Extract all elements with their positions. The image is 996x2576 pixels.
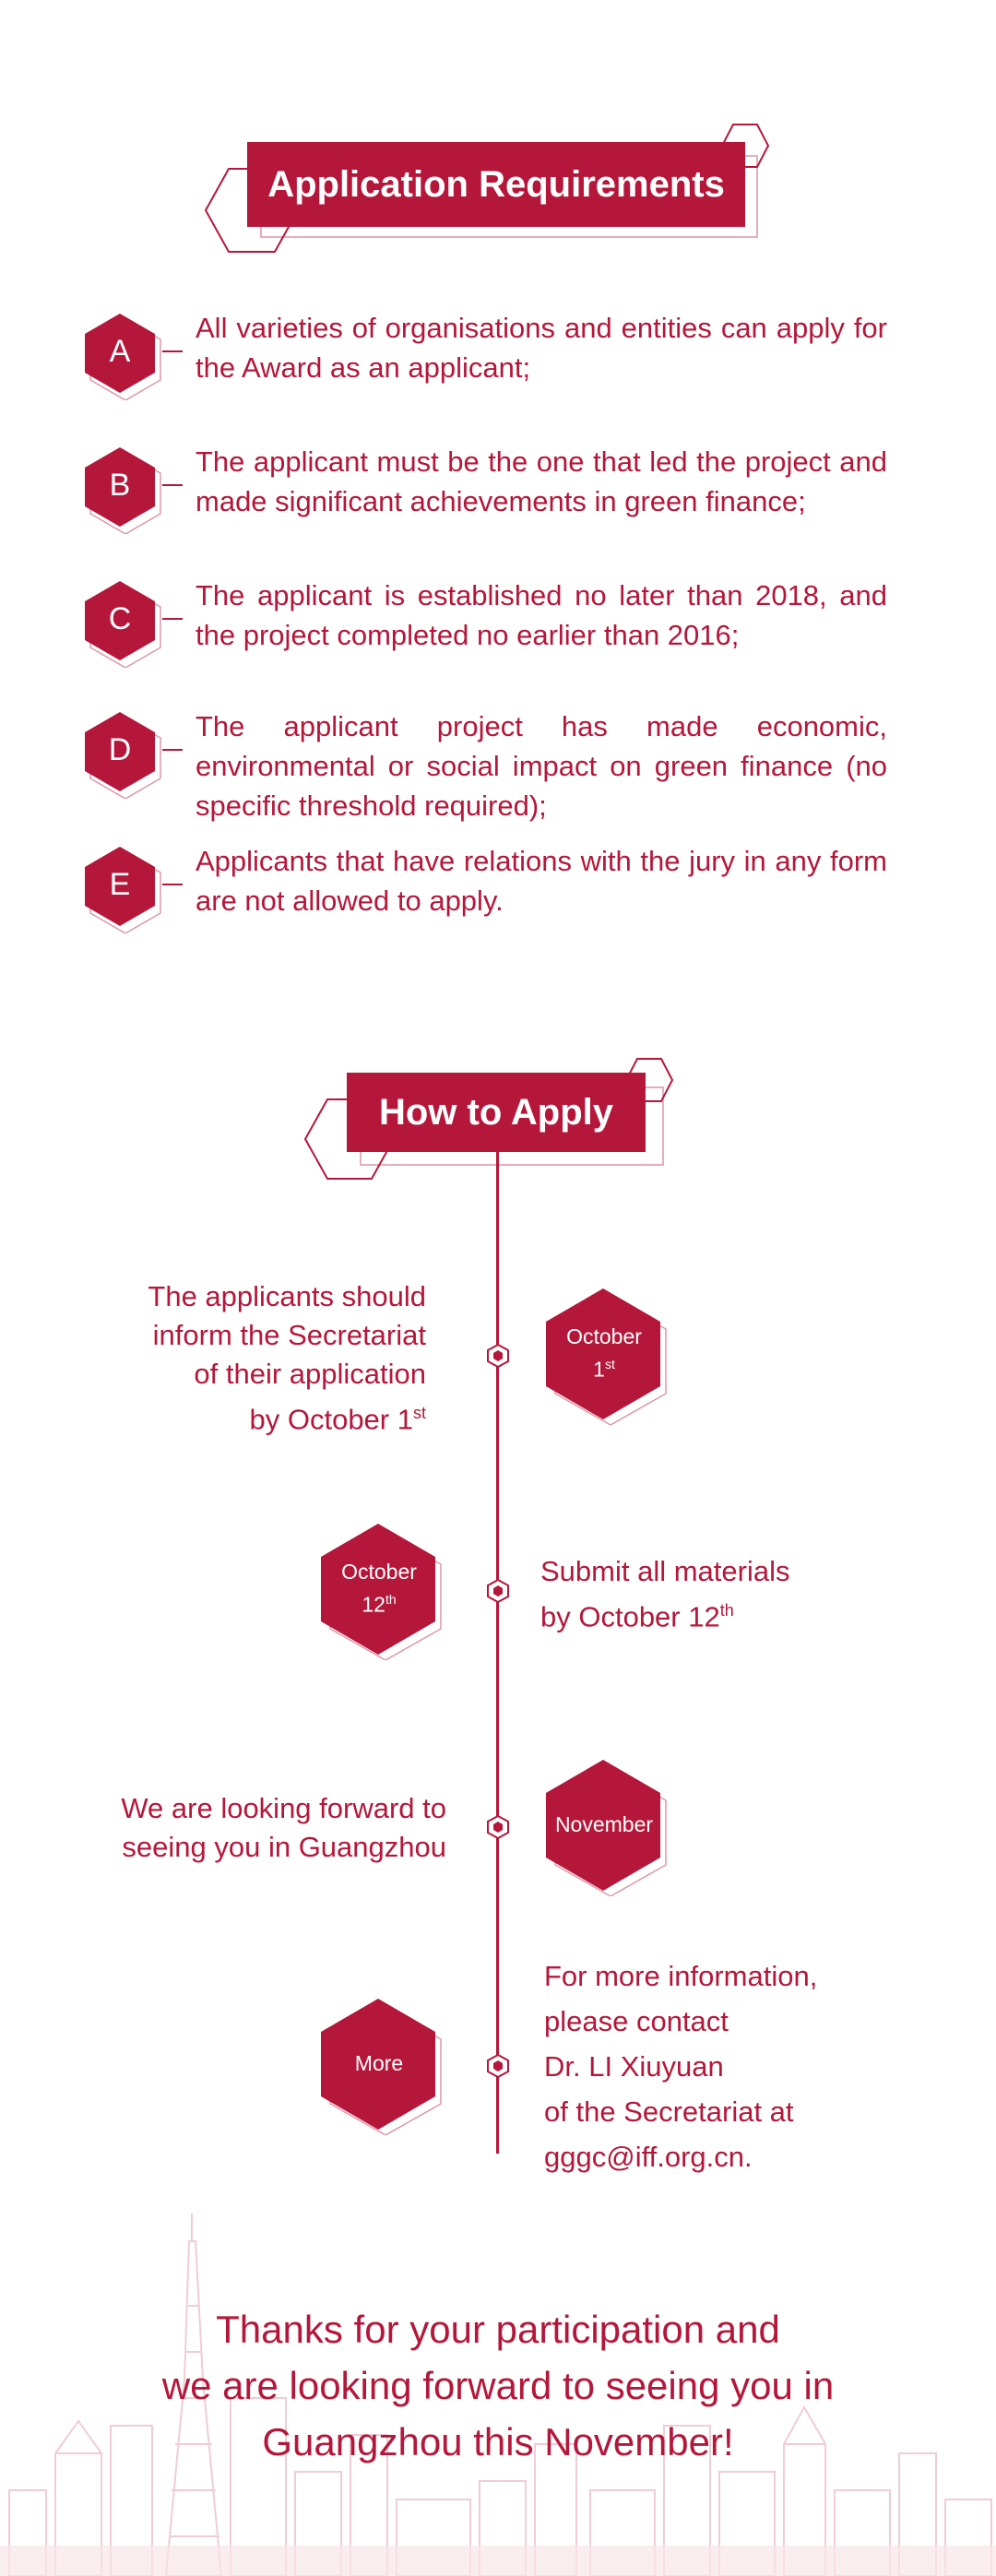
hexagon-badge: D xyxy=(83,710,166,799)
requirement-text: The applicant project has made economic,… xyxy=(196,710,887,822)
step-date-label: November xyxy=(544,1758,664,1891)
requirement-letter: D xyxy=(108,731,132,767)
step-date-day: 1st xyxy=(593,1357,615,1382)
step-text-line: please contact xyxy=(544,2005,729,2037)
hexagon-badge: A xyxy=(83,312,166,400)
step-text-line: by October 1st xyxy=(249,1403,427,1436)
hexagon-badge: E xyxy=(83,845,166,933)
connector-line xyxy=(162,618,183,620)
step-description: The applicants should inform the Secretar… xyxy=(92,1277,426,1439)
step-text-line: gggc@iff.org.cn. xyxy=(544,2141,753,2173)
step-hexagon: October 12th xyxy=(319,1522,457,1660)
thanks-line: we are looking forward to seeing you in xyxy=(161,2364,835,2407)
requirement-letter: A xyxy=(109,333,131,369)
requirement-text: The applicant is established no later th… xyxy=(196,579,887,651)
step-text-line: of their application xyxy=(194,1358,426,1390)
hexagon-badge: C xyxy=(83,579,166,668)
step-text-line: The applicants should xyxy=(148,1280,426,1312)
step-text-line: Submit all materials xyxy=(540,1555,790,1587)
step-description: We are looking forward to seeing you in G… xyxy=(55,1789,446,1867)
step-date-month: October xyxy=(566,1324,642,1349)
step-date-label: October 1st xyxy=(544,1287,664,1419)
step-hexagon: More xyxy=(319,1997,457,2135)
step-date-month: More xyxy=(354,2051,404,2075)
hexagon-badge: B xyxy=(83,445,166,534)
requirement-text: The applicant must be the one that led t… xyxy=(196,445,887,517)
requirement-letter: C xyxy=(108,600,132,636)
step-date-month: October xyxy=(341,1560,417,1585)
timeline-dot-icon xyxy=(486,1578,510,1604)
step-date-month: November xyxy=(554,1812,654,1836)
thanks-line: Thanks for your participation and xyxy=(216,2308,780,2351)
step-text-line: We are looking forward to xyxy=(121,1792,446,1824)
requirement-text: Applicants that have relations with the … xyxy=(196,845,887,917)
timeline-dot-icon xyxy=(486,1814,510,1840)
requirement-text: All varieties of organisations and entit… xyxy=(196,312,887,384)
connector-line xyxy=(162,484,183,486)
thanks-line: Guangzhou this November! xyxy=(262,2420,734,2463)
step-hexagon: November xyxy=(544,1758,682,1896)
section-title: How to Apply xyxy=(347,1073,646,1152)
step-hexagon: October 1st xyxy=(544,1287,682,1425)
step-date-day: 12th xyxy=(362,1592,397,1617)
step-text-line: For more information, xyxy=(544,1960,818,1992)
requirement-letter: E xyxy=(109,866,131,902)
requirement-letter: B xyxy=(109,467,131,503)
guangzhou-skyline-illustration xyxy=(0,2214,996,2576)
connector-line xyxy=(162,350,183,352)
thanks-message: Thanks for your participation and we are… xyxy=(0,2301,996,2470)
step-description: Submit all materials by October 12th xyxy=(540,1552,909,1636)
step-text-line: of the Secretariat at xyxy=(544,2095,794,2128)
step-text-line: seeing you in Guangzhou xyxy=(122,1831,446,1863)
timeline-line xyxy=(496,1148,499,2154)
step-date-label: More xyxy=(319,1997,439,2130)
step-text-line: inform the Secretariat xyxy=(152,1319,426,1351)
connector-line xyxy=(162,884,183,885)
connector-line xyxy=(162,749,183,751)
step-text-line: Dr. LI Xiuyuan xyxy=(544,2050,724,2083)
section-title: Application Requirements xyxy=(247,142,745,227)
timeline-dot-icon xyxy=(486,2053,510,2079)
step-text-line: by October 12th xyxy=(540,1600,734,1633)
step-date-label: October 12th xyxy=(319,1522,439,1655)
timeline-dot-icon xyxy=(486,1343,510,1369)
